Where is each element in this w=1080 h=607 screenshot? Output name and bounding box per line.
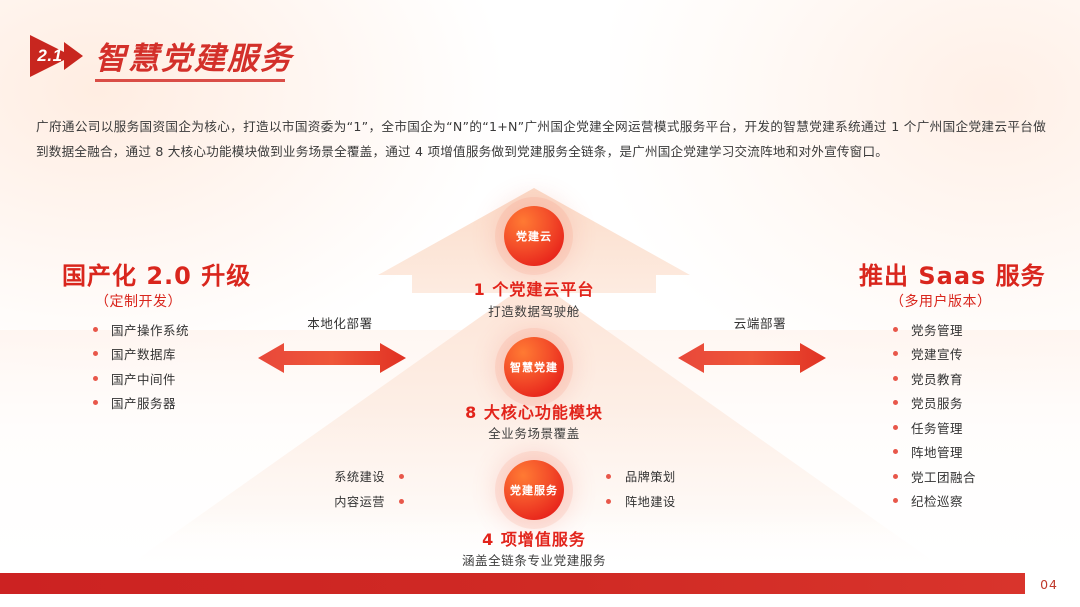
list-item: 纪检巡察	[893, 489, 976, 514]
node-circle-core[interactable]: 智慧党建	[504, 337, 564, 397]
bullet-dot-icon	[606, 498, 611, 504]
list-item: 阵地管理	[893, 440, 976, 465]
node-circle-service[interactable]: 党建服务	[504, 460, 564, 520]
bullet-dot-icon	[893, 424, 898, 430]
node-circle-cloud[interactable]: 党建云	[504, 206, 564, 266]
list-item-label: 国产中间件	[111, 371, 177, 387]
bullet-dot-icon	[399, 498, 404, 504]
bullet-dot-icon	[893, 473, 898, 479]
bullet-dot-icon	[893, 326, 898, 332]
service-item-right-2: 阵地建设	[606, 492, 746, 510]
right-panel-subheading: （多用户版本）	[890, 294, 992, 310]
list-item: 任务管理	[893, 415, 976, 440]
list-item: 党员教育	[893, 366, 976, 391]
left-panel-list: 国产操作系统 国产数据库 国产中间件 国产服务器	[93, 317, 189, 415]
intro-paragraph: 广府通公司以服务国资国企为核心，打造以市国资委为“1”，全市国企为“N”的“1+…	[36, 119, 1046, 159]
connector-label-right: 云端部署	[733, 316, 787, 331]
node-title-service: 4 项增值服务	[482, 530, 586, 549]
footer-bar	[0, 573, 1025, 594]
left-panel-subheading: （定制开发）	[95, 294, 182, 310]
node-subtitle-service: 涵盖全链条专业党建服务	[461, 553, 607, 568]
list-item: 党工团融合	[893, 464, 976, 489]
bullet-dot-icon	[606, 473, 611, 479]
service-item-left-1-label: 系统建设	[334, 470, 385, 484]
list-item: 国产操作系统	[93, 317, 189, 342]
section-number-badge: 2.1	[28, 33, 84, 79]
service-item-left-2-label: 内容运营	[334, 495, 385, 509]
section-number-text: 2.1	[37, 46, 63, 65]
service-item-left-1: 系统建设	[264, 467, 404, 485]
list-item-label: 党员教育	[911, 371, 964, 387]
bullet-dot-icon	[893, 400, 898, 406]
page-number: 04	[1040, 577, 1058, 592]
bullet-dot-icon	[893, 449, 898, 455]
node-subtitle-core: 全业务场景覆盖	[488, 426, 580, 441]
bullet-dot-icon	[93, 400, 98, 406]
node-subtitle-cloud: 打造数据驾驶舱	[488, 304, 580, 319]
bullet-dot-icon	[399, 473, 404, 479]
list-item: 国产服务器	[93, 391, 189, 416]
list-item-label: 党务管理	[911, 322, 964, 338]
node-title-cloud: 1 个党建云平台	[473, 280, 595, 299]
list-item: 国产数据库	[93, 342, 189, 367]
list-item-label: 党工团融合	[911, 469, 977, 485]
right-panel-list: 党务管理 党建宣传 党员教育 党员服务 任务管理 阵地管理 党工团融合 纪检巡察	[893, 317, 976, 513]
list-item-label: 国产数据库	[111, 347, 177, 363]
list-item: 党务管理	[893, 317, 976, 342]
service-item-left-2: 内容运营	[264, 492, 404, 510]
bullet-dot-icon	[93, 375, 98, 381]
bullet-dot-icon	[893, 351, 898, 357]
bullet-dot-icon	[93, 351, 98, 357]
list-item-label: 国产操作系统	[111, 322, 190, 338]
double-arrow-left-icon	[258, 343, 406, 373]
list-item: 国产中间件	[93, 366, 189, 391]
service-item-right-1-label: 品牌策划	[625, 470, 676, 484]
list-item-label: 阵地管理	[911, 445, 964, 461]
title-underline	[95, 79, 285, 82]
list-item: 党员服务	[893, 391, 976, 416]
bullet-dot-icon	[893, 375, 898, 381]
left-panel-heading: 国产化 2.0 升级	[62, 262, 252, 290]
list-item-label: 纪检巡察	[911, 494, 964, 510]
page-title: 智慧党建服务	[95, 41, 293, 77]
node-title-core: 8 大核心功能模块	[465, 403, 603, 422]
list-item-label: 党建宣传	[911, 347, 964, 363]
list-item-label: 国产服务器	[111, 396, 177, 412]
bullet-dot-icon	[93, 326, 98, 332]
bullet-dot-icon	[893, 498, 898, 504]
list-item: 党建宣传	[893, 342, 976, 367]
connector-label-left: 本地化部署	[307, 316, 373, 331]
list-item-label: 任务管理	[911, 420, 964, 436]
list-item-label: 党员服务	[911, 396, 964, 412]
service-item-right-2-label: 阵地建设	[625, 495, 676, 509]
double-arrow-right-icon	[678, 343, 826, 373]
service-item-right-1: 品牌策划	[606, 467, 746, 485]
right-panel-heading: 推出 Saas 服务	[859, 262, 1046, 290]
